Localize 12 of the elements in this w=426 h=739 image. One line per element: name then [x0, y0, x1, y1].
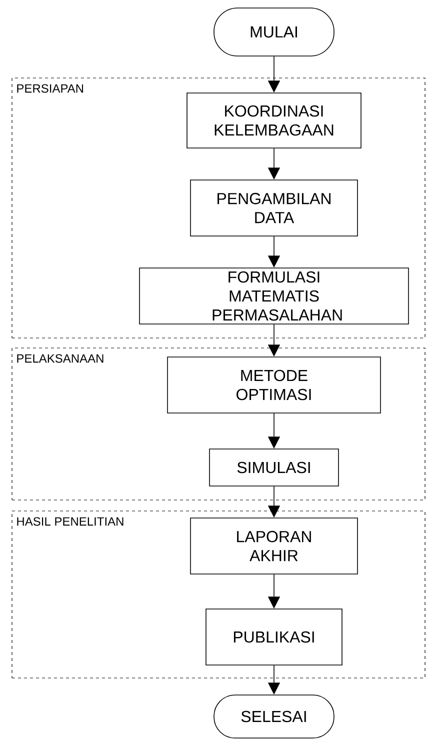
stage-heading: PELAKSANAAN — [17, 354, 104, 363]
terminator: MULAI — [214, 8, 334, 56]
stage-heading: PERSIAPAN — [17, 84, 84, 93]
process-box: PENGAMBILAN DATA — [190, 180, 358, 236]
process-box: LAPORAN AKHIR — [190, 518, 358, 574]
process-box: KOORDINASI KELEMBAGAAN — [186, 92, 362, 148]
process-box: METODE OPTIMASI — [167, 356, 381, 414]
process-box: PUBLIKASI — [206, 608, 342, 666]
terminator: SELESAI — [214, 694, 334, 738]
process-box: FORMULASI MATEMATIS PERMASALAHAN — [139, 268, 409, 324]
stage-heading: HASIL PENELITIAN — [17, 517, 124, 526]
process-box: SIMULASI — [209, 448, 339, 486]
